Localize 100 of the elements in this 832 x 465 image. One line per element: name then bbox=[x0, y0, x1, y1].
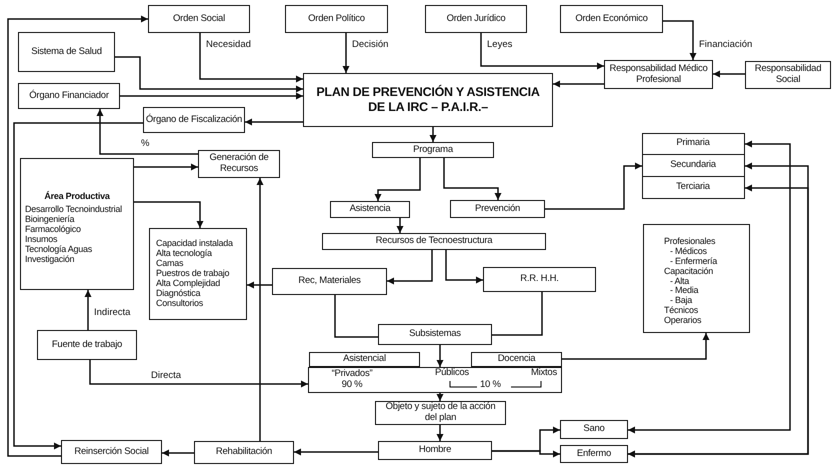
arrow bbox=[134, 201, 204, 228]
box-label: Responsabilidad Social bbox=[754, 64, 822, 86]
arrow bbox=[342, 33, 350, 73]
list-box bbox=[20, 158, 134, 290]
edge-label: Indirecta bbox=[93, 307, 132, 318]
arrow bbox=[134, 164, 198, 170]
process-box bbox=[560, 445, 628, 463]
arrow bbox=[115, 56, 303, 92]
arrow bbox=[294, 448, 378, 456]
arrow bbox=[396, 218, 404, 233]
list-item: Capacitación bbox=[664, 266, 714, 276]
process-box bbox=[560, 5, 663, 33]
box-label: Fuente de trabajo bbox=[52, 340, 122, 350]
connector-line bbox=[334, 295, 378, 338]
plan-box bbox=[303, 73, 553, 127]
list-item: Alta Complejidad bbox=[156, 278, 220, 288]
arrow bbox=[89, 360, 308, 388]
list-item: - Enfermería bbox=[669, 256, 718, 267]
process-box bbox=[425, 5, 527, 33]
arrow bbox=[663, 20, 696, 60]
list-item: Alta tecnología bbox=[156, 248, 212, 258]
box-label: Rec, Materiales bbox=[298, 276, 361, 287]
box-label: Órgano Financiador bbox=[29, 90, 109, 102]
box-label: Docencia bbox=[498, 354, 536, 365]
edge-label: Financiación bbox=[698, 39, 754, 50]
process-box bbox=[272, 268, 387, 295]
arrow bbox=[245, 118, 303, 126]
process-box bbox=[375, 401, 506, 425]
box-label: Responsabilidad Médico Profesional bbox=[608, 64, 708, 86]
box-label: Prevención bbox=[474, 204, 520, 214]
list-box bbox=[149, 228, 247, 320]
process-box bbox=[450, 200, 545, 218]
connector-line bbox=[492, 292, 543, 336]
list-item: Desarrollo Tecnoindustrial bbox=[25, 204, 122, 214]
box-label: Órgano de Fiscalización bbox=[146, 114, 242, 126]
arrow bbox=[256, 178, 264, 441]
arrow bbox=[436, 425, 444, 441]
process-box bbox=[378, 324, 492, 345]
arrow bbox=[713, 70, 745, 78]
list-item: Capacidad instalada bbox=[156, 238, 233, 248]
box-label: Generación de Recursos bbox=[208, 153, 270, 175]
box-label: R.R. H.H. bbox=[520, 274, 559, 285]
list-item: Técnicos bbox=[664, 306, 698, 316]
list-item: Diagnóstica bbox=[156, 288, 200, 298]
sector-label: Mixtos bbox=[531, 368, 557, 379]
box-label: Asistencial bbox=[343, 354, 386, 365]
arrow bbox=[445, 250, 483, 284]
levels-table bbox=[642, 133, 745, 199]
process-box bbox=[372, 142, 494, 158]
arrow bbox=[247, 282, 272, 288]
process-box bbox=[18, 32, 115, 72]
edge-label: Leyes bbox=[486, 39, 514, 50]
arrow bbox=[545, 162, 642, 210]
box-label: Programa bbox=[413, 144, 453, 156]
box-label: Sistema de Salud bbox=[31, 46, 102, 58]
list-item: Farmacológico bbox=[25, 224, 81, 234]
list-item: Operarios bbox=[664, 316, 702, 326]
sector-label: Públicos bbox=[435, 368, 469, 379]
edge-label: Necesidad bbox=[205, 39, 252, 50]
arrow bbox=[480, 33, 604, 70]
process-box bbox=[285, 5, 388, 33]
box-label: Enfermo bbox=[576, 448, 612, 460]
process-box bbox=[330, 201, 410, 218]
list-item: Puestros de trabajo bbox=[156, 268, 230, 278]
list-item: Consultorios bbox=[156, 298, 204, 309]
arrow bbox=[162, 450, 194, 456]
box-label: Reinserción Social bbox=[74, 446, 149, 458]
sector-label: “Privados” 90 % bbox=[330, 369, 374, 390]
process-box bbox=[604, 60, 713, 89]
list-item: Bioingeniería bbox=[25, 214, 74, 224]
box-label: Secundaria bbox=[670, 160, 716, 170]
list-item: Insumos bbox=[25, 234, 58, 244]
box-label: Orden Jurídico bbox=[446, 14, 506, 24]
arrow bbox=[13, 122, 143, 450]
list-item: Investigación bbox=[25, 254, 74, 265]
box-heading: Área Productiva bbox=[44, 191, 110, 202]
box-label: Rehabilitación bbox=[216, 447, 272, 458]
box-label: Objeto y sujeto de la acción del plan bbox=[384, 402, 496, 424]
box-label: Orden Político bbox=[308, 14, 365, 24]
list-item: Camas bbox=[156, 258, 184, 268]
list-item: - Médicos bbox=[669, 246, 707, 257]
arrow bbox=[553, 80, 604, 88]
arrow bbox=[374, 158, 421, 201]
arrow bbox=[96, 109, 198, 155]
process-box bbox=[745, 61, 831, 89]
list-item: Tecnología Aguas bbox=[25, 244, 92, 254]
edge-label: Decisión bbox=[351, 39, 390, 50]
box-label: Orden Económico bbox=[575, 14, 648, 24]
arrow bbox=[120, 92, 303, 100]
process-box bbox=[37, 330, 137, 360]
box-label: Recursos de Tecnoestructura bbox=[376, 236, 492, 247]
process-box bbox=[483, 267, 596, 292]
arrow bbox=[430, 127, 436, 142]
arrow bbox=[492, 450, 560, 458]
box-label: Terciaria bbox=[676, 182, 710, 193]
list-item: - Alta bbox=[670, 276, 690, 286]
header-tab bbox=[309, 352, 420, 367]
header-tab bbox=[471, 352, 562, 367]
process-box bbox=[148, 5, 250, 33]
arrow bbox=[562, 333, 710, 360]
